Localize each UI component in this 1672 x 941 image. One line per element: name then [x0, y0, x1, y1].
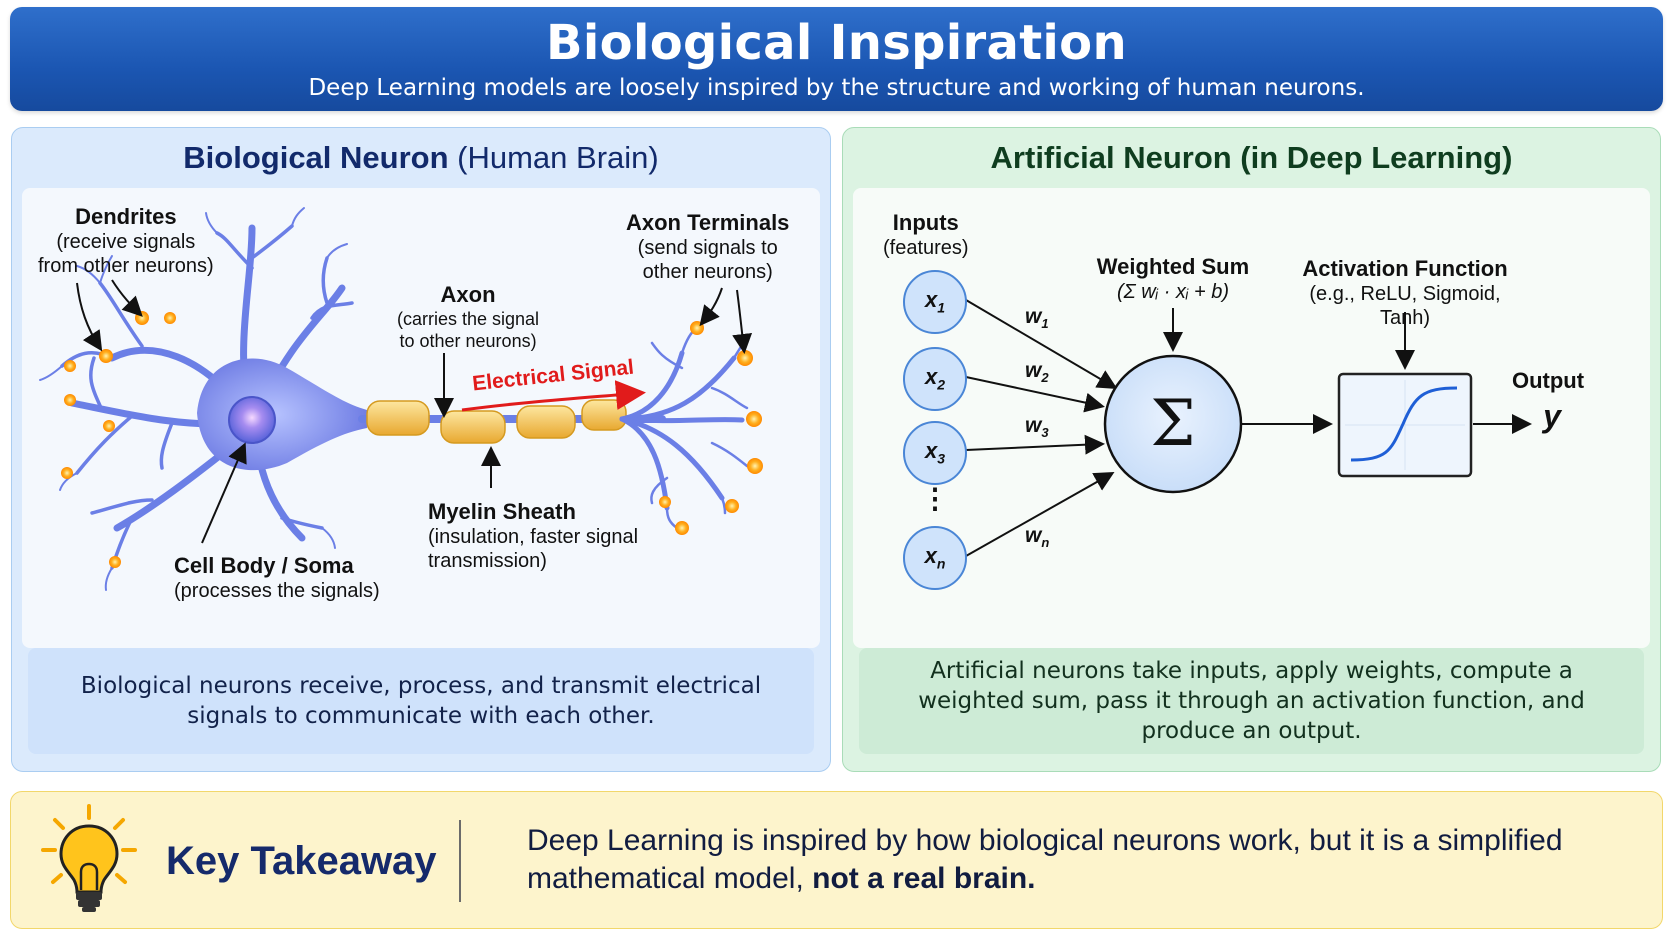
key-takeaway-banner: Key Takeaway Deep Learning is inspired b… — [10, 791, 1663, 929]
myelin-sheath-label: Myelin Sheath (insulation, faster signal… — [428, 499, 639, 572]
takeaway-title: Key Takeaway — [166, 838, 437, 883]
weighted-sum-label: Weighted Sum (Σ wᵢ · xᵢ + b) — [1096, 254, 1250, 303]
header-banner: Biological Inspiration Deep Learning mod… — [10, 7, 1663, 111]
output-label: Output — [1511, 368, 1585, 393]
takeaway-bold-text: not a real brain. — [812, 862, 1036, 895]
biological-diagram-area: Dendrites (receive signals from other ne… — [22, 188, 820, 648]
input-node-n-label: xn — [924, 543, 946, 572]
inputs-label: Inputs (features) — [883, 210, 969, 259]
artificial-neuron-panel: Artificial Neuron (in Deep Learning) — [842, 127, 1661, 772]
dendrites-label: Dendrites (receive signals from other ne… — [38, 204, 214, 277]
biological-title-main: Biological Neuron — [183, 140, 449, 175]
myelin-sheath — [366, 399, 627, 444]
axon-terminals-label: Axon Terminals (send signals to other ne… — [626, 210, 790, 283]
page-subtitle: Deep Learning models are loosely inspire… — [308, 75, 1365, 101]
sigmoid-curve — [1350, 386, 1458, 462]
biological-title-sub: (Human Brain) — [448, 140, 659, 175]
artificial-panel-title: Artificial Neuron (in Deep Learning) — [990, 140, 1513, 175]
inputs-ellipsis: ⋮ — [921, 483, 949, 514]
axon-terminal-branches — [619, 326, 749, 530]
electrical-signal-arrow — [461, 380, 646, 412]
neuron-illustration — [39, 207, 763, 591]
biological-caption: Biological neurons receive, process, and… — [28, 648, 814, 754]
soma-nucleus — [228, 396, 276, 444]
weight-1-label: w1 — [1025, 305, 1049, 332]
output-symbol: y — [1543, 398, 1561, 434]
summation-node — [1103, 354, 1243, 494]
weight-3-label: w3 — [1025, 414, 1049, 441]
input-node-2-label: x2 — [924, 364, 946, 393]
artificial-neuron-diagram — [903, 270, 1532, 590]
lightbulb-icon — [41, 804, 137, 912]
weight-n-label: wn — [1025, 524, 1050, 551]
sigma-symbol: Σ — [1150, 387, 1196, 461]
biological-panel-title: Biological Neuron (Human Brain) — [12, 138, 830, 178]
weight-2-label: w2 — [1025, 359, 1049, 386]
terminal-dots — [61, 311, 763, 568]
weight-edges — [965, 299, 1118, 557]
page-title: Biological Inspiration — [546, 15, 1127, 71]
input-nodes — [903, 270, 967, 590]
axon-label: Axon (carries the signal to other neuron… — [397, 282, 540, 351]
activation-grid — [1345, 380, 1465, 470]
flow-arrows — [1163, 308, 1532, 434]
label-arrows — [76, 279, 753, 544]
activation-function-label: Activation Function (e.g., ReLU, Sigmoid… — [1302, 256, 1508, 329]
cell-body-label: Cell Body / Soma (processes the signals) — [174, 553, 380, 602]
input-node-1-label: x1 — [924, 287, 946, 316]
artificial-diagram-area: Inputs (features) x1 x2 x3 xn ⋮ w1 w2 w3… — [853, 188, 1650, 648]
artificial-caption: Artificial neurons take inputs, apply we… — [859, 648, 1644, 754]
biological-neuron-panel: Biological Neuron (Human Brain) — [11, 127, 831, 772]
neuron-body — [197, 358, 367, 471]
takeaway-divider — [459, 820, 461, 902]
takeaway-text: Deep Learning is inspired by how biologi… — [527, 824, 1563, 895]
input-node-3-label: x3 — [924, 438, 946, 467]
